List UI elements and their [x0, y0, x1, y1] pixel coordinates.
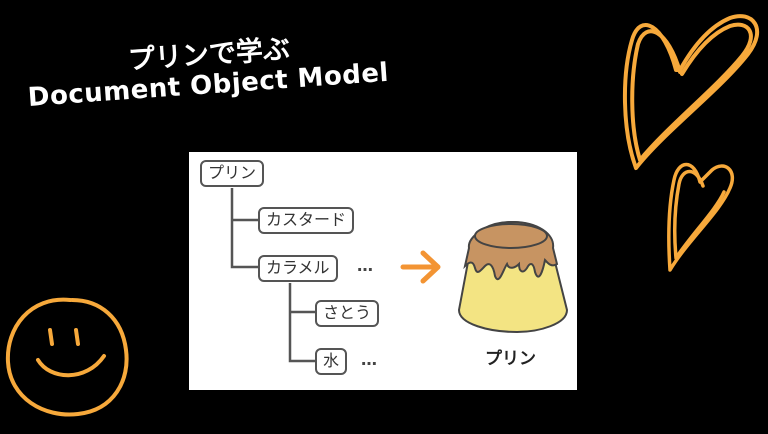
heart-large-icon — [622, 14, 760, 170]
tree-node-custard: カスタード — [258, 207, 355, 234]
heart-small-icon — [667, 162, 734, 272]
tree-node-sugar: さとう — [315, 300, 380, 327]
tree-node-root: プリン — [200, 160, 265, 187]
dom-illustration-card: プリン カスタード カラメル … さとう 水 … プリン — [189, 152, 577, 390]
pudding-label: プリン — [485, 349, 536, 369]
smiley-face-icon — [5, 297, 129, 417]
tree-connectors — [230, 188, 569, 363]
right-arrow-icon — [400, 250, 441, 284]
ellipsis: … — [361, 350, 379, 369]
pudding-icon — [457, 220, 569, 334]
tree-node-caramel: カラメル — [258, 255, 338, 282]
tree-node-water: 水 — [315, 348, 348, 375]
ellipsis: … — [357, 256, 375, 275]
